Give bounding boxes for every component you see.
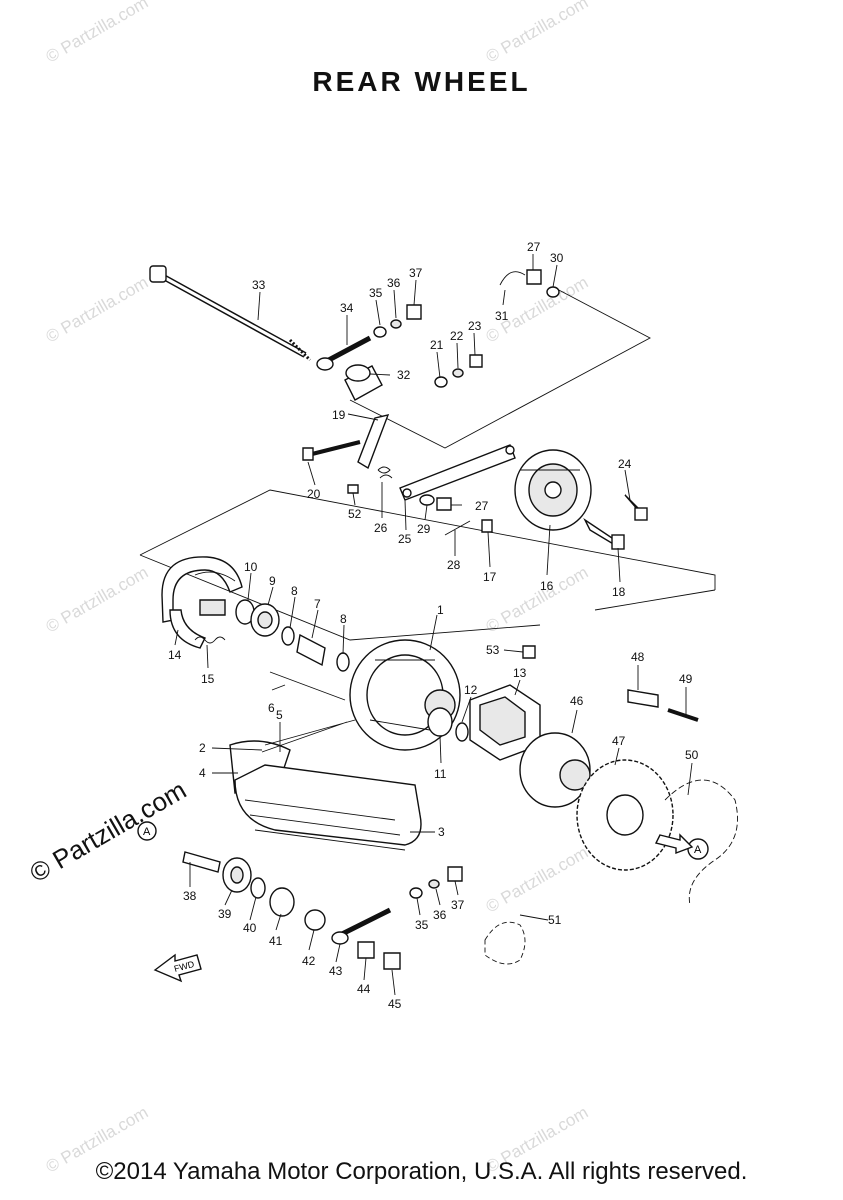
part-label-53: 53 (486, 643, 500, 657)
chain-joint (484, 921, 526, 965)
part-label-15: 15 (201, 672, 215, 686)
part-label-48: 48 (631, 650, 645, 664)
part-label-23: 23 (468, 319, 482, 333)
part-label-43: 43 (329, 964, 343, 978)
part-label-46: 46 (570, 694, 584, 708)
copyright-footer: ©2014 Yamaha Motor Corporation, U.S.A. A… (95, 1158, 748, 1185)
part-label-1: 1 (437, 603, 444, 617)
part-label-12: 12 (464, 683, 478, 697)
page-title: REAR WHEEL (312, 66, 531, 97)
adjuster-bolt (316, 304, 422, 371)
part-label-44: 44 (357, 982, 371, 996)
guide-frame (594, 589, 716, 611)
part-label-35b: 35 (415, 918, 429, 932)
part-labels: 1 2 3 4 5 6 7 8 8 9 10 11 12 13 14 15 16… (168, 240, 699, 1011)
svg-text:A: A (143, 826, 151, 838)
forward-direction-icon: FWD (153, 953, 202, 983)
part-label-37: 37 (409, 266, 423, 280)
cotter-pin-set-top (499, 269, 560, 298)
chain-adjuster-hardware (182, 851, 463, 970)
part-label-27b: 27 (475, 499, 489, 513)
chain-case (229, 740, 422, 851)
part-label-24: 24 (618, 457, 632, 471)
part-label-16: 16 (540, 579, 554, 593)
part-label-8: 8 (291, 584, 298, 598)
part-label-19: 19 (332, 408, 346, 422)
part-label-17: 17 (483, 570, 497, 584)
part-label-40: 40 (243, 921, 257, 935)
part-label-47: 47 (612, 734, 626, 748)
part-label-5: 5 (276, 708, 283, 722)
part-label-3: 3 (438, 825, 445, 839)
guide-line (349, 287, 651, 449)
part-label-9: 9 (269, 574, 276, 588)
part-label-8b: 8 (340, 612, 347, 626)
hub-bearing (427, 707, 469, 742)
chain-guide (627, 689, 699, 722)
shoe-spring (194, 636, 226, 644)
part-label-38: 38 (183, 889, 197, 903)
callout-a-marker: A A (137, 821, 709, 860)
part-label-30: 30 (550, 251, 564, 265)
svg-text:A: A (694, 844, 702, 856)
brake-spring (347, 466, 393, 494)
hub-damper (469, 684, 541, 761)
nut-washer-set (434, 354, 483, 388)
part-label-34: 34 (340, 301, 354, 315)
drive-chain (664, 779, 738, 906)
spoke (269, 671, 346, 701)
part-label-26: 26 (374, 521, 388, 535)
part-label-2: 2 (199, 741, 206, 755)
part-label-4: 4 (199, 766, 206, 780)
part-label-32: 32 (397, 368, 411, 382)
brake-plate-fasteners (481, 494, 648, 550)
part-label-29: 29 (417, 522, 431, 536)
brake-shoe (161, 556, 243, 649)
part-label-13: 13 (513, 666, 527, 680)
part-label-20: 20 (307, 487, 321, 501)
part-label-45: 45 (388, 997, 402, 1011)
part-label-39: 39 (218, 907, 232, 921)
sprocket-clutch-hub (519, 732, 591, 808)
spoke-nipple (261, 719, 356, 753)
part-label-28: 28 (447, 558, 461, 572)
part-label-52: 52 (348, 507, 362, 521)
guide-frame (139, 554, 541, 641)
part-label-37b: 37 (451, 898, 465, 912)
part-label-35: 35 (369, 286, 383, 300)
part-label-51: 51 (548, 913, 562, 927)
part-label-21: 21 (430, 338, 444, 352)
part-label-18: 18 (612, 585, 626, 599)
part-label-11: 11 (434, 767, 447, 781)
rear-sprocket (576, 759, 674, 871)
part-label-31: 31 (495, 309, 509, 323)
brake-camshaft-lever (302, 414, 390, 470)
part-label-14: 14 (168, 648, 182, 662)
part-label-42: 42 (302, 954, 316, 968)
clutch-hub-nut (522, 645, 536, 659)
part-label-49: 49 (679, 672, 693, 686)
tension-bar (399, 444, 516, 501)
part-label-36: 36 (387, 276, 401, 290)
part-label-50: 50 (685, 748, 699, 762)
part-label-7: 7 (314, 597, 321, 611)
part-label-22: 22 (450, 329, 464, 343)
rear-axle (149, 265, 312, 362)
part-label-27: 27 (527, 240, 541, 254)
part-label-36b: 36 (433, 908, 447, 922)
wheel-bearing-set (235, 599, 350, 672)
axle-collar (344, 364, 383, 401)
part-label-33: 33 (252, 278, 266, 292)
leader-lines (174, 254, 693, 996)
part-label-25: 25 (398, 532, 412, 546)
part-label-10: 10 (244, 560, 258, 574)
part-label-41: 41 (269, 934, 283, 948)
brake-shoe-plate (514, 449, 592, 531)
part-label-6: 6 (268, 701, 275, 715)
